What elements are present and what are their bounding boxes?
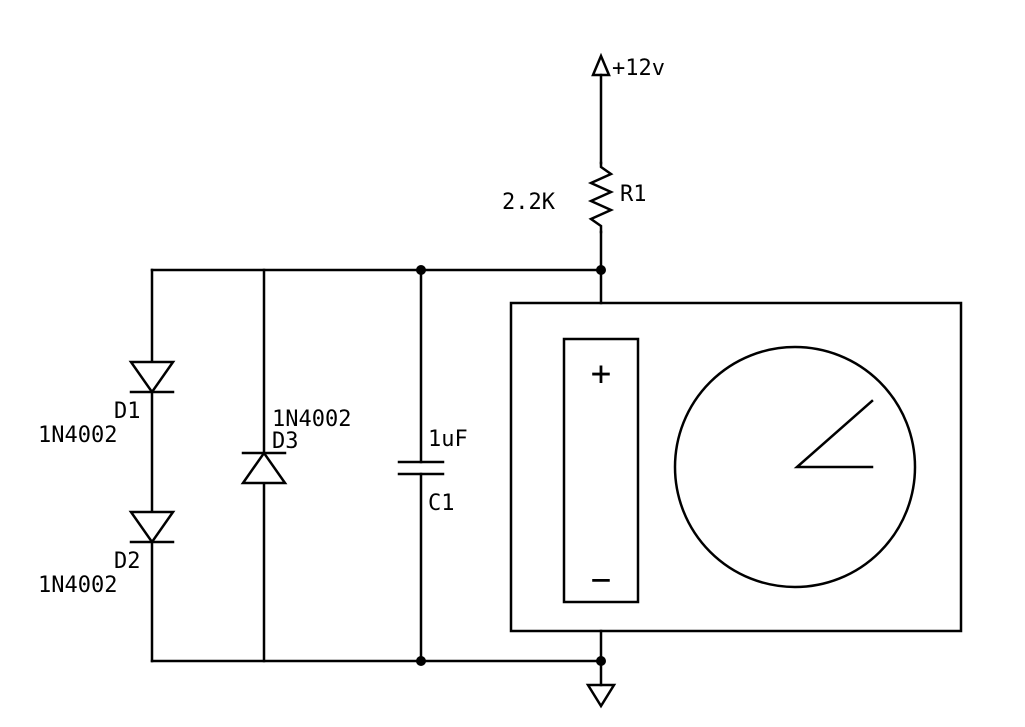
resistor-r1 [587, 161, 615, 272]
ground-symbol [585, 683, 617, 709]
meter-minus-sign: − [591, 560, 611, 600]
meter-needle [793, 399, 874, 469]
capacitor-value: 1uF [428, 427, 468, 452]
diode-d1 [128, 360, 176, 395]
meter-body [509, 301, 963, 633]
resistor-ref: R1 [620, 182, 647, 207]
diode-d3 [240, 450, 288, 485]
diode-d2-part: 1N4002 [38, 573, 117, 598]
diode-d2-ref: D2 [114, 549, 141, 574]
supply-symbol [591, 52, 611, 165]
junction-top-meter [596, 265, 606, 275]
meter-dial [673, 345, 917, 589]
diode-d2 [128, 510, 176, 545]
diode-d3-part: 1N4002 [272, 407, 351, 432]
capacitor-c1 [397, 268, 445, 663]
diode-d3-ref: D3 [272, 429, 299, 454]
diode-d1-part: 1N4002 [38, 423, 117, 448]
capacitor-ref: C1 [428, 491, 455, 516]
diode-d1-ref: D1 [114, 399, 141, 424]
resistor-value: 2.2K [502, 190, 556, 215]
supply-label: +12v [612, 56, 665, 81]
meter: + − [509, 301, 963, 633]
meter-plus-sign: + [591, 354, 611, 394]
meter-scale-bar [562, 337, 640, 604]
junction-bottom-meter [596, 656, 606, 666]
